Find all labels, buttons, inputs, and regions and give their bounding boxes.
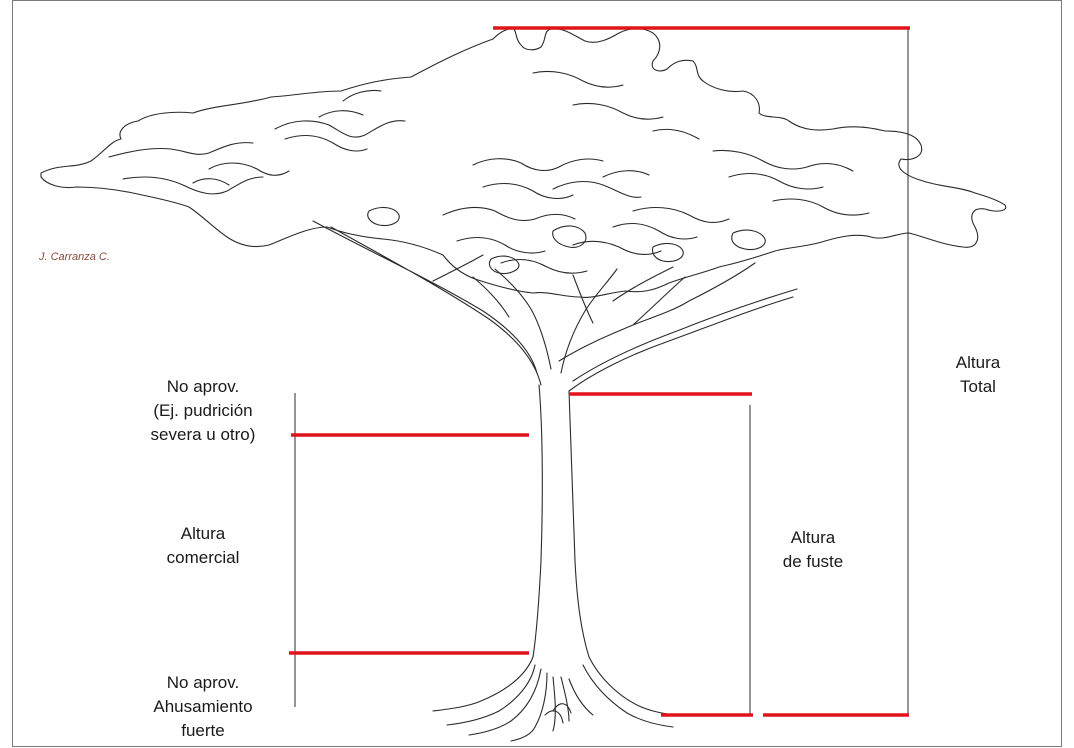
label-altura-total: Altura Total [955,353,1001,396]
dimension-lines [294,29,909,715]
label-altura-comercial: Altura comercial [166,524,240,567]
canopy-detail [108,70,870,274]
tree-illustration [40,27,1007,742]
label-altura-fuste: Altura de fuste [782,528,844,571]
trunk [532,384,590,658]
canopy-gaps [367,206,766,275]
tree-diagram [40,26,1007,742]
author-signature: J. Carranza C. [39,251,110,263]
canopy-outline [40,27,1007,298]
roots [432,656,674,742]
label-no-aprov-bottom: No aprov. Ahusamiento fuerte [153,673,253,740]
diagram-frame: J. Carranza C. No aprov. (Ej. pudrición … [12,0,1062,747]
height-markers [289,26,910,717]
label-no-aprov-top: No aprov. (Ej. pudrición severa u otro) [150,377,256,444]
branches [312,220,798,392]
